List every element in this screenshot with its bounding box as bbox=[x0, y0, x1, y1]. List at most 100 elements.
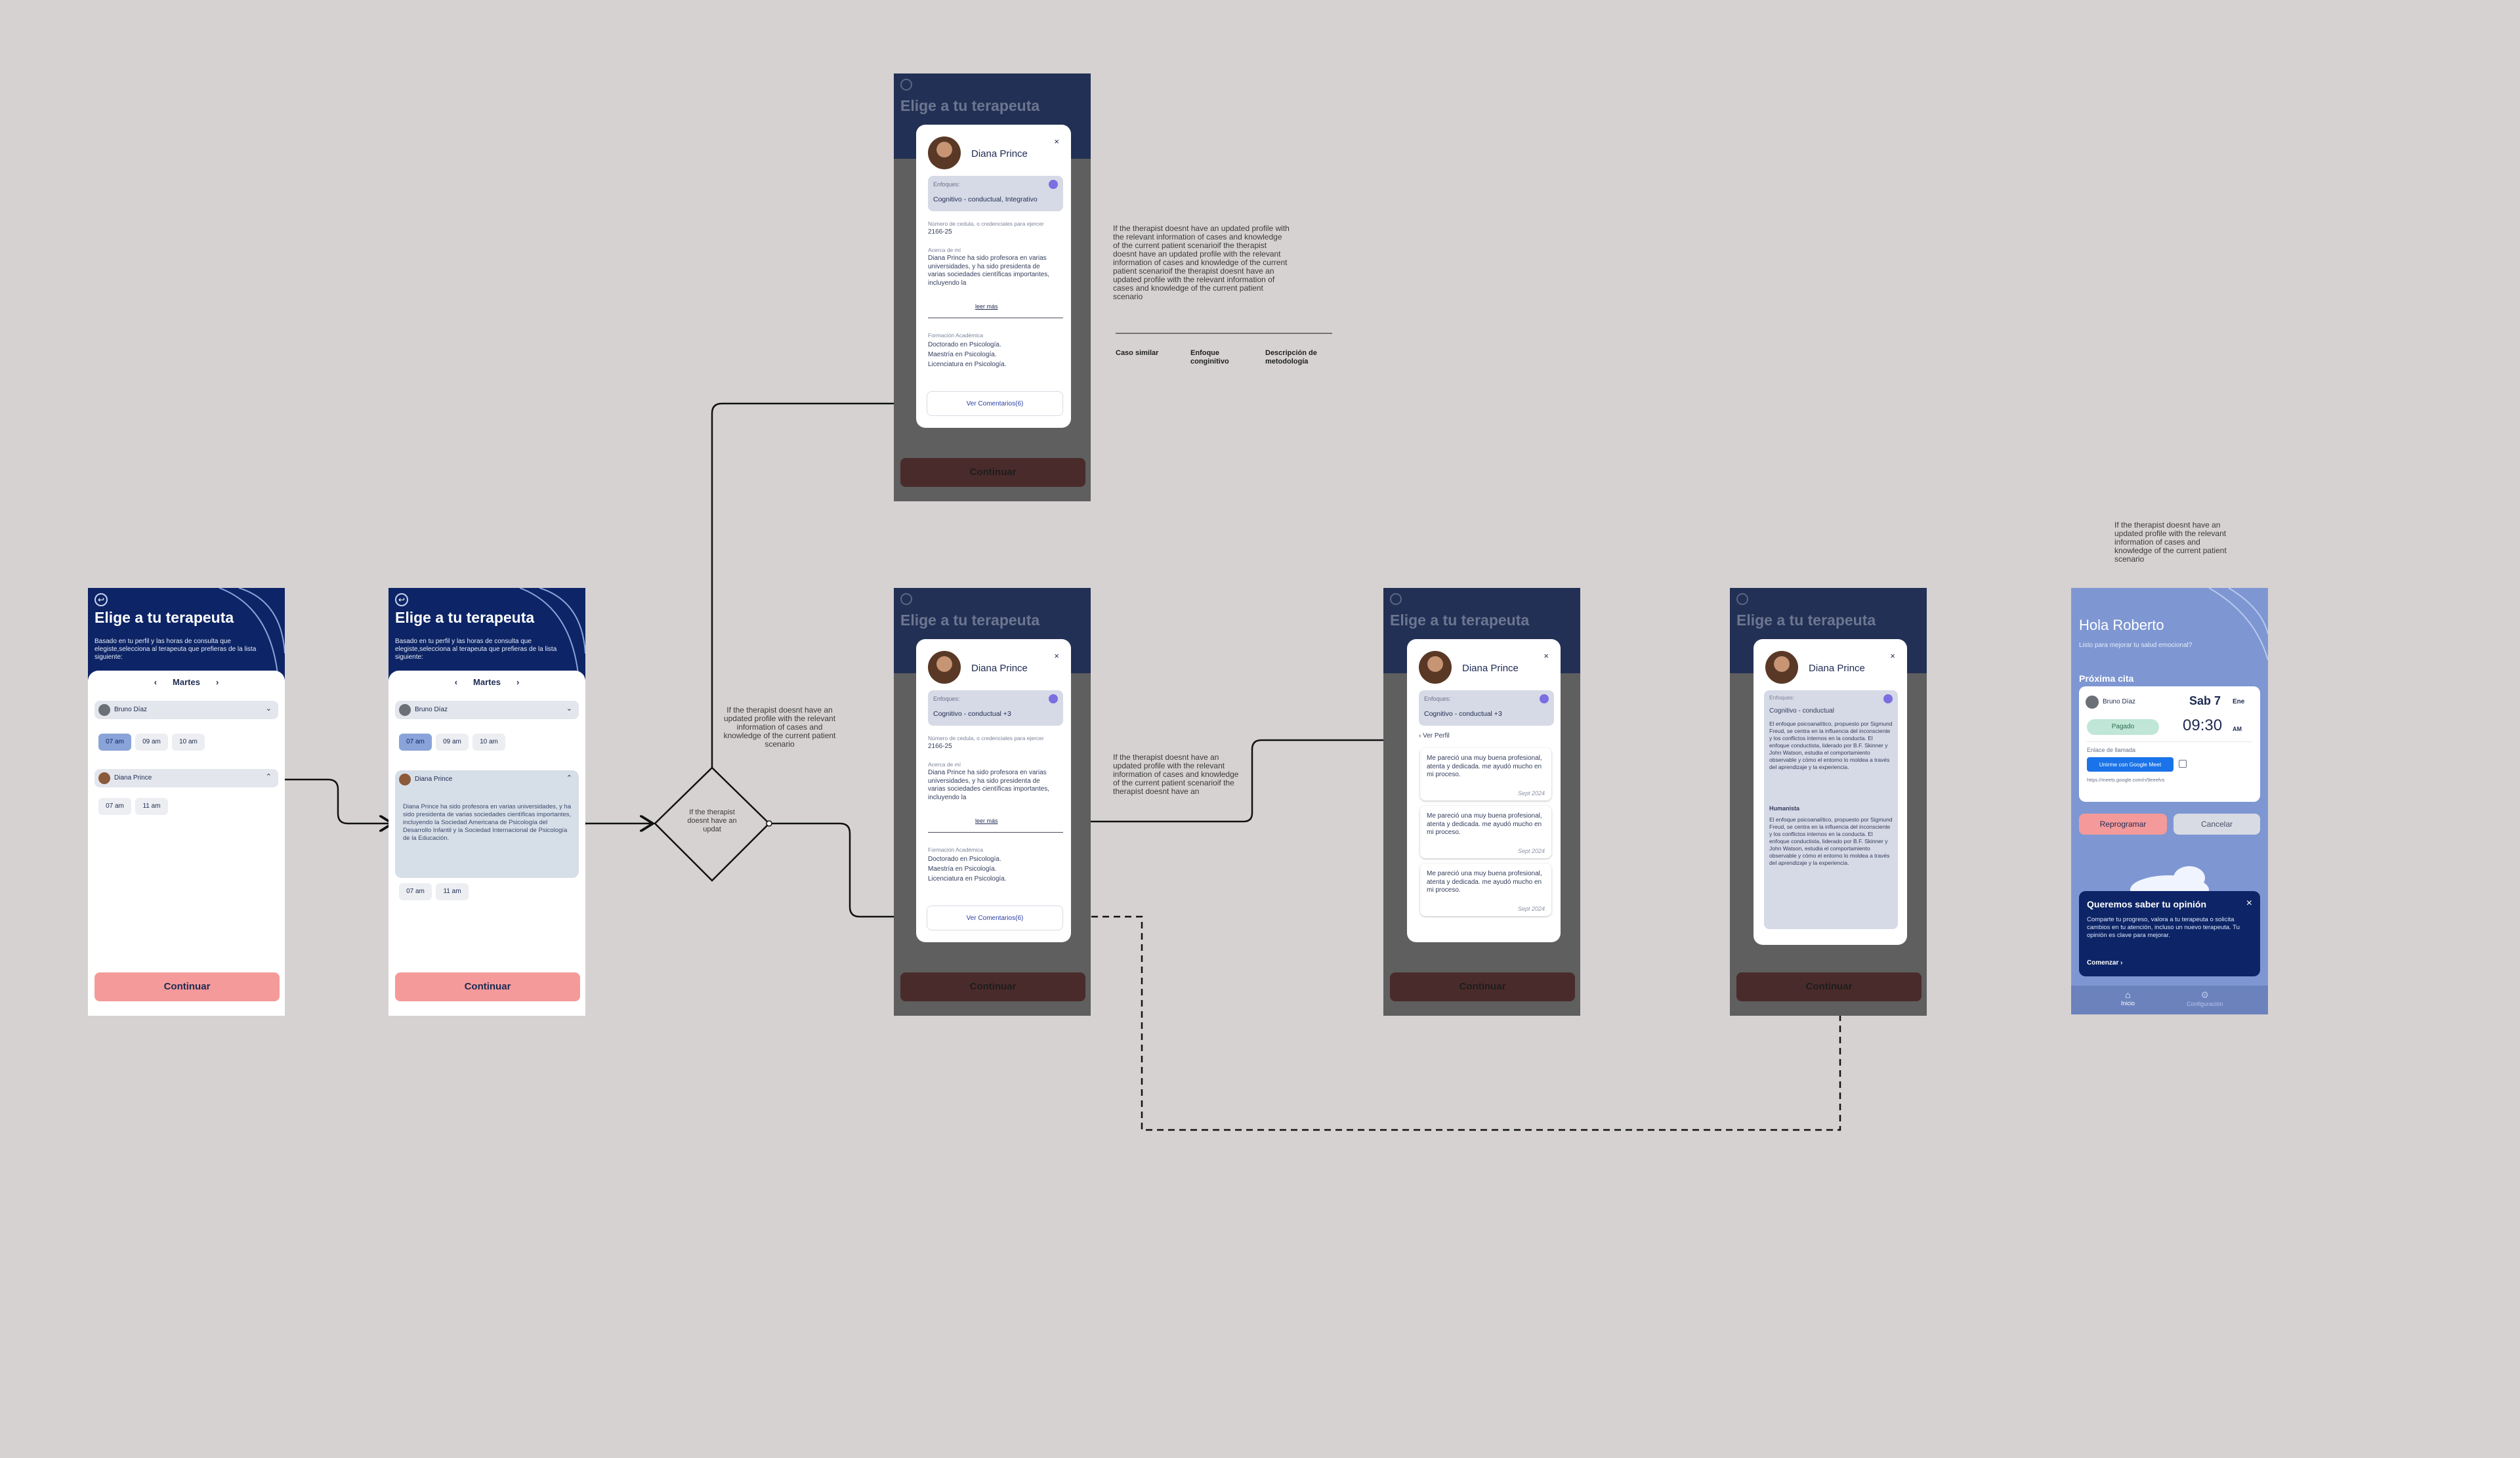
enfoques-pill: Enfoques: Cognitivo - conductual, Integra… bbox=[928, 176, 1063, 211]
chevron-right-icon[interactable]: › bbox=[215, 677, 219, 687]
back-arrow-icon bbox=[900, 79, 912, 91]
header: ↩ Elige a tu terapeuta Basado en tu perf… bbox=[388, 588, 585, 680]
continue-button[interactable]: Continuar bbox=[395, 972, 580, 1001]
close-circle-icon[interactable] bbox=[1883, 694, 1893, 703]
day-label: Martes bbox=[173, 677, 200, 687]
comment-text: Me pareció una muy buena profesional, at… bbox=[1427, 812, 1542, 836]
continue-button[interactable]: Continuar bbox=[94, 972, 280, 1001]
reschedule-button[interactable]: Reprogramar bbox=[2079, 814, 2167, 835]
tab-settings[interactable]: ⚙Configuración bbox=[2187, 989, 2223, 1007]
header-wave-decoration bbox=[2208, 588, 2268, 661]
therapist-accordion-bruno[interactable]: Bruno Díaz⌄ bbox=[94, 701, 278, 719]
therapist-name: Diana Prince bbox=[971, 663, 1028, 674]
greeting-subtitle: Listo para mejorar tu salud emocional? bbox=[2079, 642, 2193, 649]
back-arrow-icon[interactable]: ↩ bbox=[395, 593, 408, 606]
chevron-left-icon[interactable]: ‹ bbox=[454, 677, 458, 687]
slot-button[interactable]: 11 am bbox=[135, 798, 168, 815]
therapist-name: Bruno Díaz bbox=[2103, 698, 2136, 705]
table-header-caso: Caso similar bbox=[1116, 349, 1159, 357]
info-icon[interactable] bbox=[1049, 180, 1058, 189]
education-item: Licenciatura en Psicología. bbox=[928, 875, 1007, 883]
close-icon[interactable]: × bbox=[1054, 136, 1059, 146]
page-subtitle: Basado en tu perfil y las horas de consu… bbox=[94, 638, 257, 661]
enfoques-label: Enfoques: bbox=[1424, 696, 1451, 702]
page-title: Elige a tu terapeuta bbox=[1736, 612, 1876, 629]
slot-button[interactable]: 07 am bbox=[399, 883, 432, 900]
slot-button[interactable]: 10 am bbox=[472, 734, 505, 751]
day-selector: ‹ Martes › bbox=[88, 677, 285, 687]
google-meet-button[interactable]: Unirme con Google Meet bbox=[2087, 757, 2174, 772]
header-wave-decoration bbox=[519, 588, 585, 680]
enfoques-value: Cognitivo - conductual +3 bbox=[933, 710, 1011, 718]
page-title: Elige a tu terapeuta bbox=[900, 612, 1040, 629]
enfoques-value: Cognitivo - conductual +3 bbox=[1424, 710, 1502, 718]
close-icon[interactable]: × bbox=[2246, 898, 2252, 909]
therapist-avatar bbox=[928, 651, 961, 684]
enfoques-pill: Enfoques:Cognitivo - conductual +3 bbox=[928, 690, 1063, 726]
content-sheet bbox=[88, 671, 285, 1016]
screen-comments-modal: Elige a tu terapeuta Continuar Diana Pri… bbox=[1383, 588, 1580, 1016]
read-more-link[interactable]: leer más bbox=[975, 303, 998, 310]
feedback-card: Queremos saber tu opinión × Comparte tu … bbox=[2079, 891, 2260, 976]
therapist-accordion-diana[interactable]: Diana Prince⌃ bbox=[94, 769, 278, 787]
table-header-enfoque: Enfoque conginitivo bbox=[1190, 349, 1229, 365]
therapist-name: Diana Prince bbox=[415, 776, 453, 783]
screen-approach-modal: Elige a tu terapeuta Continuar Diana Pri… bbox=[1730, 588, 1927, 1016]
approach-title: Cognitivo - conductual bbox=[1769, 707, 1834, 715]
chevron-left-icon: ‹ bbox=[1419, 732, 1423, 739]
slot-button[interactable]: 11 am bbox=[436, 883, 469, 900]
back-to-profile-link[interactable]: ‹ Ver Perfil bbox=[1419, 732, 1450, 741]
back-arrow-icon bbox=[900, 593, 912, 605]
close-icon[interactable]: × bbox=[1054, 651, 1059, 661]
info-icon[interactable] bbox=[1049, 694, 1058, 703]
therapist-accordion-bruno[interactable]: Bruno Díaz⌄ bbox=[395, 701, 579, 719]
slot-button[interactable]: 09 am bbox=[135, 734, 168, 751]
therapist-bio-card[interactable]: Diana Prince⌃ Diana Prince ha sido profe… bbox=[395, 770, 579, 878]
appointment-card: Bruno Díaz Sab 7 Ene Pagado 09:30 AM Enl… bbox=[2079, 686, 2260, 802]
close-icon[interactable]: × bbox=[1890, 651, 1895, 661]
feedback-text: Comparte tu progreso, valora a tu terape… bbox=[2087, 916, 2240, 939]
chevron-down-icon: ⌄ bbox=[265, 705, 272, 713]
info-icon[interactable] bbox=[1540, 694, 1549, 703]
education-item: Maestría en Psicología. bbox=[928, 865, 997, 873]
about-text: Diana Prince ha sido profesora en varias… bbox=[928, 769, 1050, 801]
view-comments-button[interactable]: Ver Comentarios(6) bbox=[927, 391, 1063, 416]
page-subtitle: Basado en tu perfil y las horas de consu… bbox=[395, 638, 557, 661]
enfoques-value: Cognitivo - conductual, Integrativo bbox=[933, 196, 1038, 203]
read-more-link[interactable]: leer más bbox=[975, 818, 998, 824]
page-title: Elige a tu terapeuta bbox=[395, 609, 535, 626]
back-arrow-icon bbox=[1736, 593, 1748, 605]
close-icon[interactable]: × bbox=[1544, 651, 1549, 661]
slot-button[interactable]: 07 am bbox=[399, 734, 432, 751]
continue-button: Continuar bbox=[900, 458, 1085, 487]
avatar bbox=[98, 772, 110, 784]
greeting: Hola Roberto bbox=[2079, 617, 2164, 633]
back-arrow-icon[interactable]: ↩ bbox=[94, 593, 108, 606]
comments-modal: Diana Prince × Enfoques:Cognitivo - cond… bbox=[1407, 639, 1561, 942]
back-to-profile-label: Ver Perfil bbox=[1423, 732, 1450, 739]
screen-home: Hola Roberto Listo para mejorar tu salud… bbox=[2071, 588, 2268, 1014]
slot-button[interactable]: 10 am bbox=[172, 734, 205, 751]
screen-profile-modal-full: Elige a tu terapeuta Continuar Diana Pri… bbox=[894, 73, 1091, 501]
slot-button[interactable]: 07 am bbox=[98, 798, 131, 815]
therapist-accordion-diana[interactable]: Diana Prince⌃ bbox=[395, 770, 579, 789]
license-label: Número de cedula, o credenciales para ej… bbox=[928, 220, 1044, 227]
note-mid: If the therapist doesnt have an updated … bbox=[1113, 753, 1239, 796]
enfoques-label: Enfoques: bbox=[933, 181, 960, 188]
tab-home[interactable]: ⌂Inicio bbox=[2121, 989, 2135, 1007]
comment-date: Sept 2024 bbox=[1517, 848, 1545, 854]
cancel-button[interactable]: Cancelar bbox=[2174, 814, 2260, 835]
chevron-left-icon[interactable]: ‹ bbox=[154, 677, 158, 687]
copy-icon[interactable] bbox=[2179, 760, 2187, 768]
view-comments-button[interactable]: Ver Comentarios(6) bbox=[927, 906, 1063, 930]
education-label: Formación Académica bbox=[928, 332, 984, 339]
start-feedback-link[interactable]: Comenzar › bbox=[2087, 959, 2122, 967]
therapist-name: Diana Prince bbox=[971, 148, 1028, 159]
chevron-right-icon: › bbox=[2120, 959, 2123, 967]
meet-url[interactable]: https://meets.google.com/n/9eeefvs bbox=[2087, 777, 2165, 783]
slot-button[interactable]: 09 am bbox=[436, 734, 469, 751]
page-title: Elige a tu terapeuta bbox=[1390, 612, 1530, 629]
chevron-right-icon[interactable]: › bbox=[516, 677, 520, 687]
tab-settings-label: Configuración bbox=[2187, 1001, 2223, 1007]
slot-button[interactable]: 07 am bbox=[98, 734, 131, 751]
